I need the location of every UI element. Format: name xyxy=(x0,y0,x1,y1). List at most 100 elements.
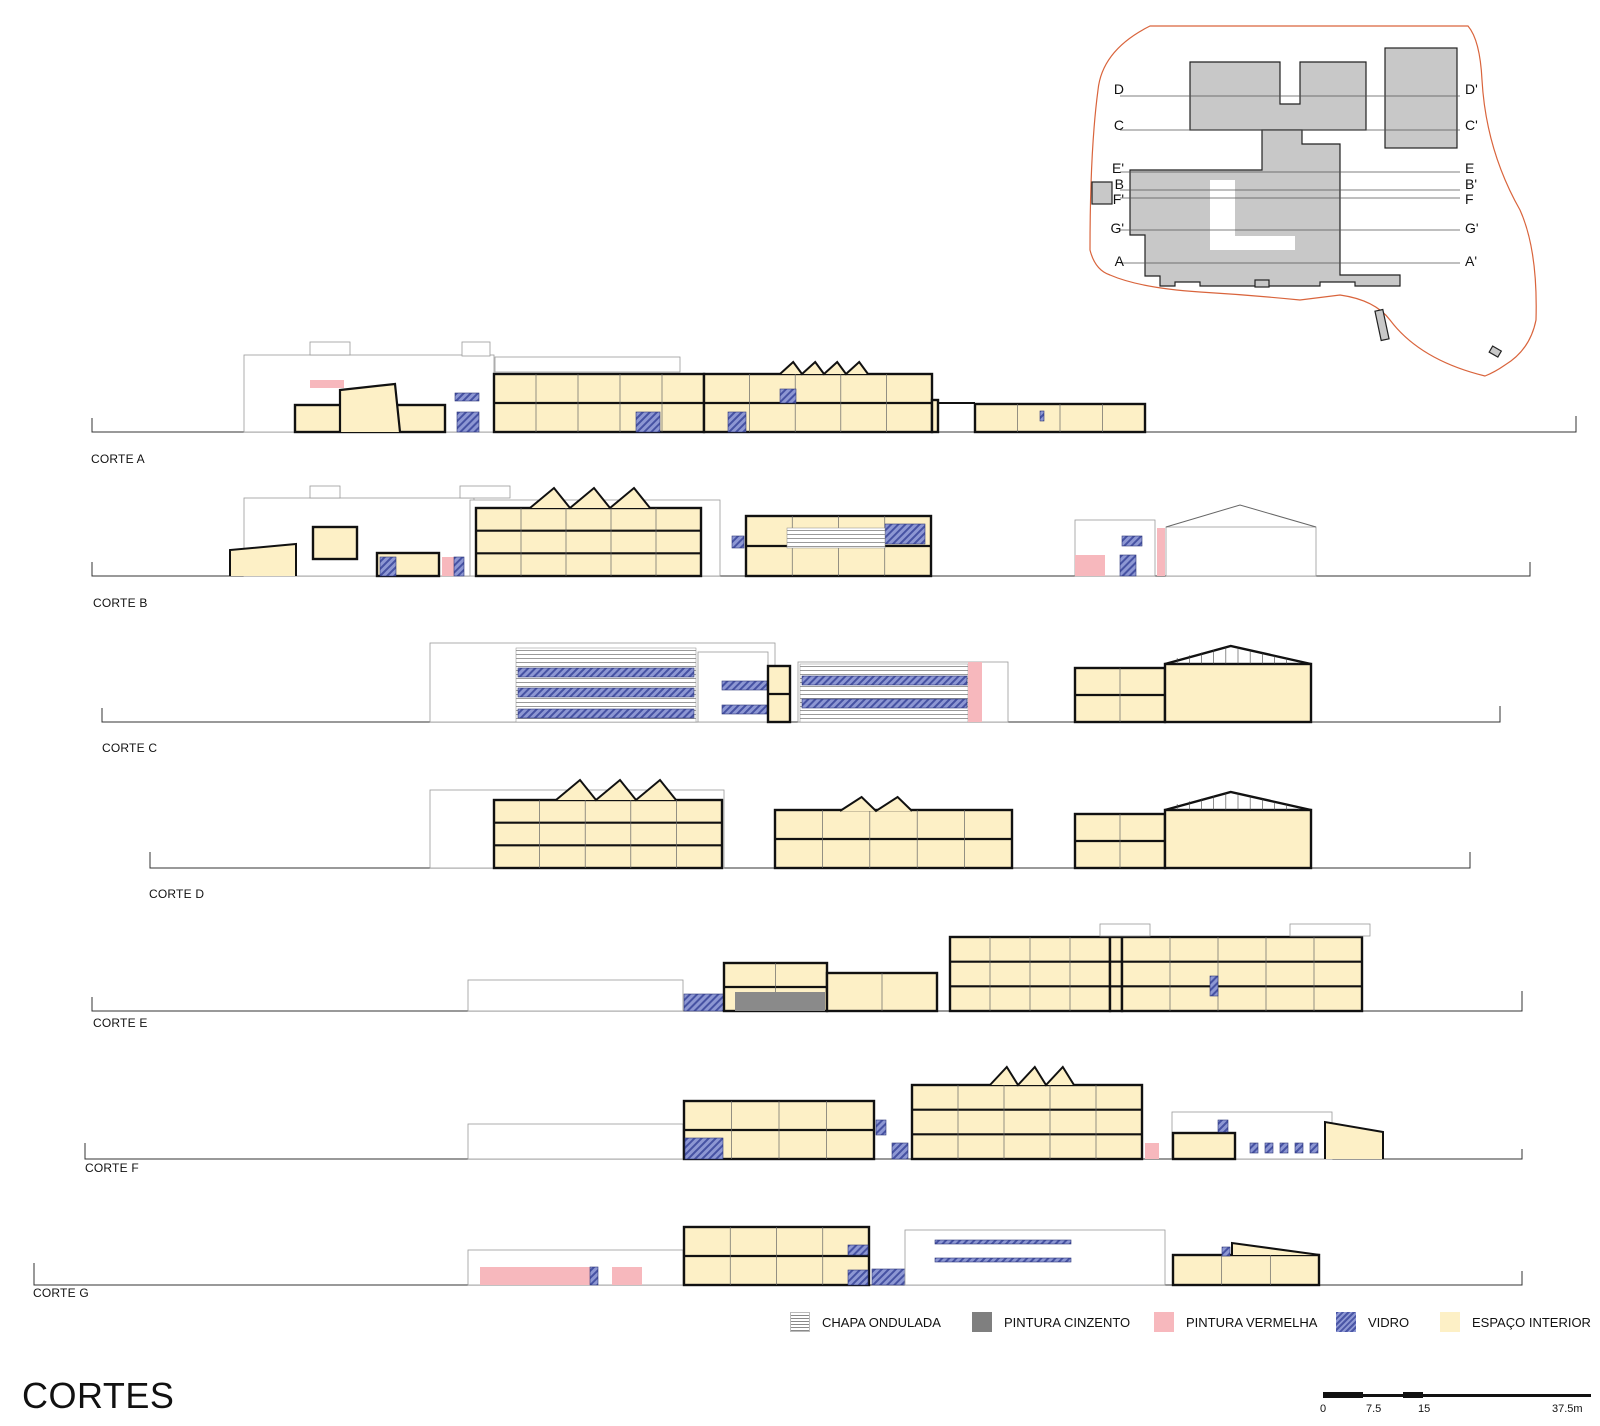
scale-bar xyxy=(1323,1391,1591,1398)
legend-label: PINTURA VERMELHA xyxy=(1186,1314,1318,1330)
glass-panel xyxy=(801,698,968,709)
glass-panel xyxy=(1309,1142,1319,1154)
elevation-outline xyxy=(494,356,681,373)
plan-block-small xyxy=(1254,279,1270,288)
glass-panel xyxy=(721,680,768,691)
glass-swatch-icon xyxy=(1336,1312,1356,1332)
plan-cut-label-f-prime: F' xyxy=(1112,191,1124,207)
elevation-outline xyxy=(309,485,341,499)
glass-panel xyxy=(721,704,768,715)
glass-panel xyxy=(517,708,695,719)
glass-panel xyxy=(934,1257,1072,1263)
section-block xyxy=(311,525,359,561)
glass-panel xyxy=(456,411,480,433)
plan-courtyard xyxy=(1210,180,1235,250)
sawtooth-roof xyxy=(555,778,677,802)
elevation-outline xyxy=(467,979,684,1012)
plan-cut-label-g-prime-left: G' xyxy=(1110,220,1124,236)
elevation-outline xyxy=(467,1123,684,1160)
red-paint-panel xyxy=(480,1267,590,1285)
roof-outline xyxy=(1231,1241,1321,1256)
scale-tick-37-5m: 37.5m xyxy=(1552,1403,1583,1415)
page-title: CORTES xyxy=(22,1375,175,1416)
section-label-f: CORTE F xyxy=(85,1161,139,1175)
scale-tick-7-5: 7.5 xyxy=(1366,1403,1382,1415)
plan-cut-label-d-prime: D' xyxy=(1465,81,1478,97)
elevation-outline xyxy=(309,341,351,356)
section-block xyxy=(338,382,402,433)
legend-item-pintura-cinzento: PINTURA CINZENTO xyxy=(972,1311,1130,1333)
section-block xyxy=(930,398,940,434)
red-paint-panel xyxy=(442,557,454,576)
sawtooth-roof xyxy=(779,360,869,376)
legend-label: ESPAÇO INTERIOR xyxy=(1472,1314,1591,1330)
elevation-outline xyxy=(461,341,491,357)
legend-item-espaco-interior: ESPAÇO INTERIOR xyxy=(1440,1311,1591,1333)
plan-cut-label-g-prime-right: G' xyxy=(1465,220,1479,236)
plan-block-kiosk xyxy=(1374,308,1390,342)
elevation-outline xyxy=(1289,923,1371,937)
plan-block-northeast xyxy=(1384,47,1458,149)
corrugated-panel xyxy=(786,527,886,549)
legend-item-vidro: VIDRO xyxy=(1336,1311,1409,1333)
glass-panel xyxy=(727,411,747,433)
glass-panel xyxy=(1039,410,1045,422)
glass-panel xyxy=(1279,1142,1289,1154)
glass-panel xyxy=(1294,1142,1304,1154)
section-block xyxy=(1120,935,1364,1013)
glass-panel xyxy=(847,1244,869,1256)
red-paint-panel xyxy=(310,380,344,388)
plan-block-tiny xyxy=(1488,345,1503,358)
plan-cut-label-a: A xyxy=(1114,253,1124,269)
legend-label: VIDRO xyxy=(1368,1314,1410,1330)
section-label-d: CORTE D xyxy=(149,887,205,901)
red-paint-swatch-icon xyxy=(1154,1312,1174,1332)
glass-panel xyxy=(379,556,397,577)
roof-outline xyxy=(1165,504,1317,528)
plan-block-main xyxy=(1129,129,1401,287)
section-block xyxy=(1171,1131,1237,1161)
section-block xyxy=(474,506,703,578)
site-plan-key xyxy=(1089,25,1537,377)
section-block xyxy=(910,1083,1144,1161)
elevation-outline xyxy=(904,1229,1166,1286)
glass-panel xyxy=(875,1119,887,1136)
glass-panel xyxy=(1249,1142,1259,1154)
section-block xyxy=(1108,935,1124,1013)
elevation-outline xyxy=(1099,923,1151,937)
legend-item-chapa-ondulada: CHAPA ONDULADA xyxy=(790,1311,941,1333)
plan-cut-label-e-prime: E' xyxy=(1111,160,1124,176)
plan-cut-label-d: D xyxy=(1113,81,1124,97)
plan-cut-label-b: B xyxy=(1114,176,1124,192)
plan-block-annex xyxy=(1091,181,1113,205)
glass-panel xyxy=(884,523,926,545)
legend-label: PINTURA CINZENTO xyxy=(1004,1314,1131,1330)
glass-panel xyxy=(589,1266,599,1286)
glass-panel xyxy=(517,667,695,678)
glass-panel xyxy=(891,1142,909,1160)
glass-panel xyxy=(847,1269,869,1286)
red-paint-panel xyxy=(1145,1143,1159,1159)
glass-panel xyxy=(1119,554,1137,577)
legend-label: CHAPA ONDULADA xyxy=(822,1314,941,1330)
site-boundary xyxy=(1089,25,1537,377)
truss-roof xyxy=(1164,644,1312,666)
glass-panel xyxy=(683,993,725,1012)
glass-panel xyxy=(801,675,968,686)
plan-cut-label-c-prime: C' xyxy=(1465,117,1478,133)
elevation-outline xyxy=(459,485,511,499)
red-paint-panel xyxy=(968,662,982,722)
grey-paint-swatch-icon xyxy=(972,1312,992,1332)
plan-cut-label-a-prime: A' xyxy=(1465,253,1478,269)
plan-cut-label-c: C xyxy=(1113,117,1124,133)
sawtooth-roof xyxy=(989,1065,1075,1087)
red-paint-panel xyxy=(1075,555,1105,576)
glass-panel xyxy=(1217,1119,1229,1133)
scale-tick-15: 15 xyxy=(1418,1403,1431,1415)
section-label-b: CORTE B xyxy=(93,596,148,610)
glass-panel xyxy=(731,535,745,549)
section-block xyxy=(1324,1120,1384,1159)
plan-cut-label-e: E xyxy=(1465,160,1475,176)
